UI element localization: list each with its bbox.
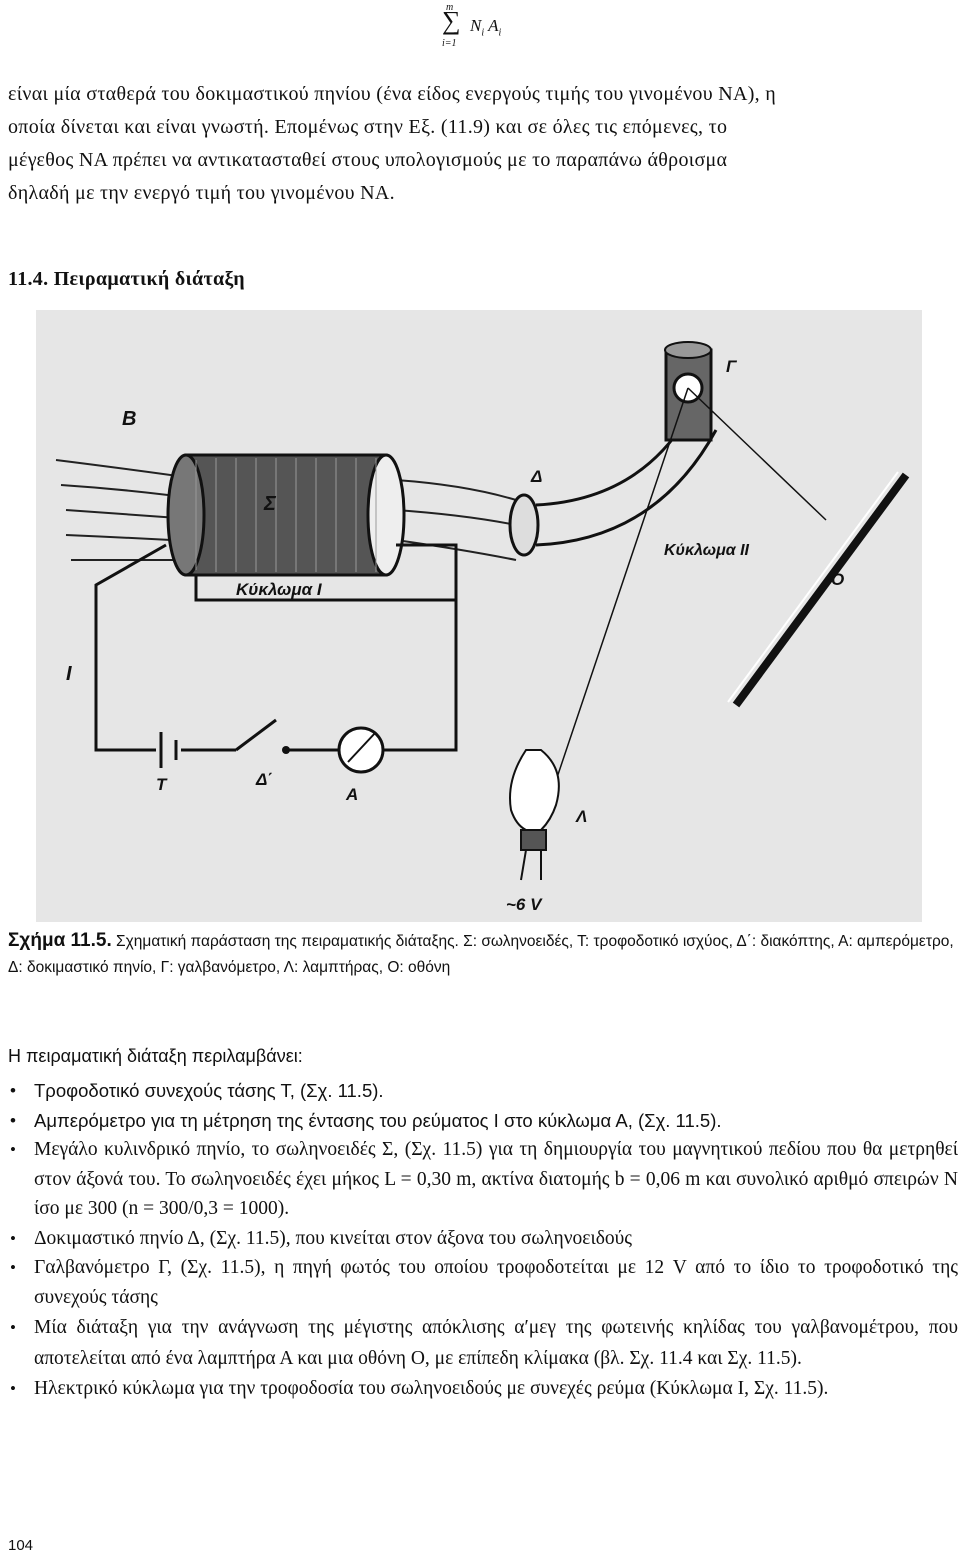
galvanometer [535,341,827,841]
figure-caption: Σχήμα 11.5. Σχηματική παράσταση της πειρ… [8,928,958,981]
page-number: 104 [8,1537,34,1554]
label-a: A [345,785,358,804]
lamp [509,749,560,881]
label-switch: Δ΄ [255,770,273,789]
equipment-list: Τροφοδοτικό συνεχούς τάσης Τ, (Σχ. 11.5)… [8,1076,958,1404]
paragraph-line-4: δηλαδή με την ενεργό τιμή του γινομένου … [8,182,395,204]
solenoid [166,453,406,577]
list-item: Μεγάλο κυλινδρικό πηνίο, το σωληνοειδές … [8,1135,958,1224]
list-intro: Η πειραματική διάταξη περιλαμβάνει: [8,1046,303,1066]
list-item: Γαλβανόμετρο Γ, (Σχ. 11.5), η πηγή φωτός… [8,1253,958,1312]
label-circuit-one: Κύκλωμα Ι [236,580,323,599]
label-o: O [831,570,844,589]
label-delta: Δ [530,467,542,486]
sum-symbol: ∑ [442,6,461,35]
list-item: Δοκιμαστικό πηνίο Δ, (Σχ. 11.5), που κιν… [8,1224,958,1254]
label-circuit-two: Κύκλωμα ΙΙ [664,542,750,559]
caption-lead: Σχήμα 11.5. [8,930,112,951]
setup-diagram: B Σ Κύκλωμα Ι Δ Γ Κύκλωμα ΙΙ O I T Δ΄ A … [55,341,910,914]
paragraph-line-1: είναι μία σταθερά του δοκιμαστικού πηνίο… [8,83,777,105]
label-lambda: Λ [575,807,587,826]
circuit-one [94,543,458,752]
probe-coil [508,419,718,557]
list-item: Τροφοδοτικό συνεχούς τάσης Τ, (Σχ. 11.5)… [8,1076,958,1106]
caption-text: Σχηματική παράσταση της πειραματικής διά… [8,933,954,976]
label-b: B [122,408,136,430]
ammeter [337,726,385,774]
battery [159,732,178,768]
list-item: Ηλεκτρικό κύκλωμα για την τροφοδοσία του… [8,1374,958,1404]
section-heading: 11.4. Πειραματική διάταξη [8,268,245,290]
label-voltage: ~6 V [506,895,543,914]
label-i: I [66,663,72,685]
label-sigma: Σ [263,493,277,515]
switch [235,718,290,754]
list-item: Μία διάταξη για την ανάγνωση της μέγιστη… [8,1312,958,1374]
label-gamma: Γ [726,357,738,376]
list-item: Αμπερόμετρο για τη μέτρηση της έντασης τ… [8,1106,958,1136]
screen-scale [727,471,910,708]
sum-term: Ni Ai [470,16,502,39]
paragraph-line-2: οποία δίνεται και είναι γνωστή. Επομένως… [8,116,728,138]
paragraph-line-3: μέγεθος ΝΑ πρέπει να αντικατασταθεί στου… [8,149,728,171]
sum-formula: m ∑ i=1 Ni Ai [440,2,540,52]
sum-lower-limit: i=1 [442,38,457,49]
sum-upper-limit: m [446,2,454,13]
label-t: T [156,775,168,794]
experimental-setup-figure: B Σ Κύκλωμα Ι Δ Γ Κύκλωμα ΙΙ O I T Δ΄ A … [36,310,922,922]
